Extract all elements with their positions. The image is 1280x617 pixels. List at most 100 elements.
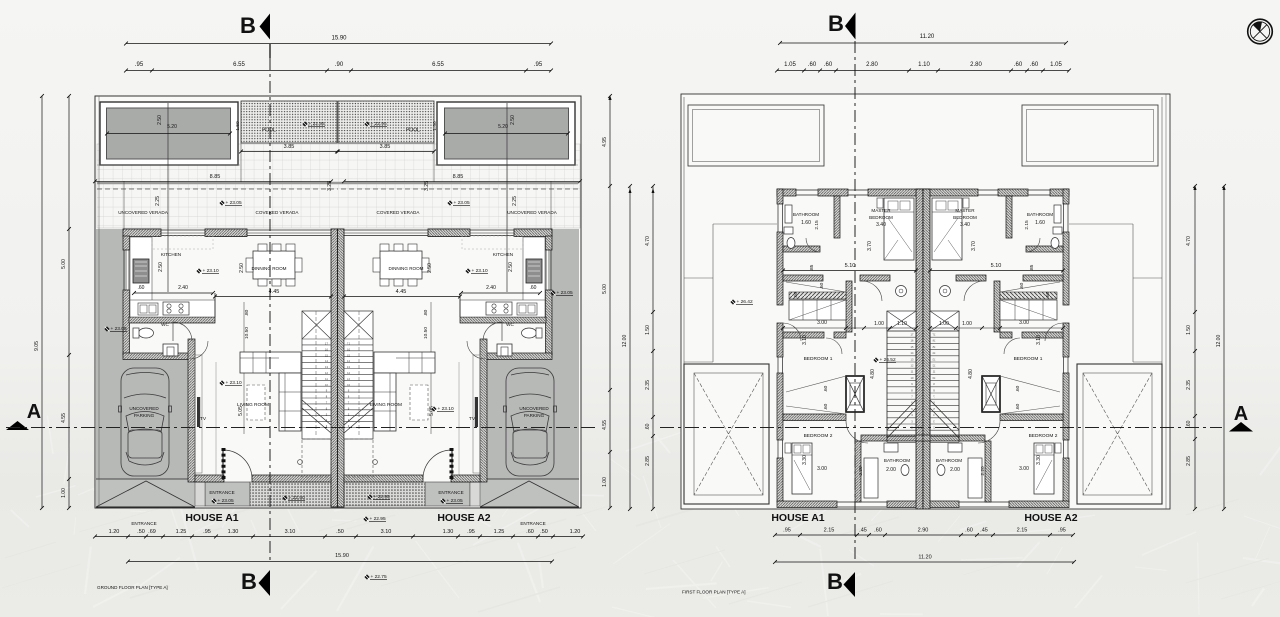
svg-text:16: 16 bbox=[911, 339, 914, 343]
svg-text:4.80: 4.80 bbox=[870, 369, 876, 379]
svg-text:14: 14 bbox=[911, 351, 914, 355]
svg-text:UNCOVERED: UNCOVERED bbox=[129, 406, 159, 411]
svg-text:.60: .60 bbox=[823, 385, 829, 392]
svg-text:B: B bbox=[241, 569, 257, 594]
svg-text:4.55: 4.55 bbox=[602, 420, 608, 430]
svg-text:+ 22.95: + 22.95 bbox=[371, 121, 387, 127]
svg-text:BATHROOM: BATHROOM bbox=[793, 212, 819, 217]
svg-text:3.00: 3.00 bbox=[1019, 466, 1029, 472]
svg-text:A: A bbox=[1234, 403, 1248, 425]
svg-text:5.00: 5.00 bbox=[602, 284, 608, 294]
svg-text:1.60: 1.60 bbox=[1035, 220, 1045, 226]
svg-text:B: B bbox=[240, 13, 256, 38]
svg-text:1.05: 1.05 bbox=[784, 62, 796, 68]
svg-text:1.25: 1.25 bbox=[494, 529, 505, 535]
svg-text:16: 16 bbox=[325, 347, 328, 351]
svg-text:.60: .60 bbox=[1186, 420, 1192, 427]
svg-text:2.90: 2.90 bbox=[918, 528, 929, 534]
svg-text:4: 4 bbox=[911, 413, 913, 417]
svg-text:3.70: 3.70 bbox=[867, 241, 873, 251]
svg-text:1.20: 1.20 bbox=[109, 529, 120, 535]
svg-text:B: B bbox=[827, 569, 843, 594]
svg-text:2.50: 2.50 bbox=[427, 263, 433, 273]
svg-text:9: 9 bbox=[911, 382, 913, 386]
svg-text:2.35: 2.35 bbox=[1186, 380, 1192, 390]
svg-text:8: 8 bbox=[911, 388, 913, 392]
svg-text:POOL: POOL bbox=[406, 128, 420, 134]
svg-text:GROUND FLOOR PLAN [TYPE A]: GROUND FLOOR PLAN [TYPE A] bbox=[97, 585, 168, 590]
svg-text:MASTER: MASTER bbox=[871, 208, 891, 213]
svg-text:2.50: 2.50 bbox=[158, 262, 164, 272]
svg-text:2.20: 2.20 bbox=[980, 466, 986, 476]
svg-text:2.00: 2.00 bbox=[950, 467, 960, 473]
svg-text:6.55: 6.55 bbox=[432, 62, 444, 68]
svg-text:+ 22.75: + 22.75 bbox=[371, 574, 387, 580]
svg-text:3.25: 3.25 bbox=[424, 181, 430, 191]
svg-text:5.10: 5.10 bbox=[845, 263, 856, 269]
svg-text:1.00: 1.00 bbox=[602, 477, 608, 487]
svg-text:1.05: 1.05 bbox=[1050, 62, 1062, 68]
svg-text:13: 13 bbox=[911, 357, 914, 361]
svg-text:.50: .50 bbox=[336, 529, 344, 535]
svg-text:.45: .45 bbox=[980, 528, 988, 534]
svg-text:8: 8 bbox=[326, 395, 328, 399]
svg-text:.69: .69 bbox=[148, 529, 156, 535]
svg-text:3.70: 3.70 bbox=[971, 241, 977, 251]
svg-text:UNCOVERED: UNCOVERED bbox=[519, 406, 549, 411]
svg-text:2.15: 2.15 bbox=[824, 528, 835, 534]
svg-text:1.50: 1.50 bbox=[1186, 325, 1192, 335]
svg-text:1.10: 1.10 bbox=[918, 62, 930, 68]
svg-text:15: 15 bbox=[911, 345, 914, 349]
svg-text:1.30: 1.30 bbox=[443, 529, 454, 535]
svg-text:6: 6 bbox=[911, 401, 913, 405]
svg-text:UNCOVERED VERADA: UNCOVERED VERADA bbox=[507, 210, 557, 215]
svg-text:8.85: 8.85 bbox=[210, 174, 221, 180]
svg-text:.85: .85 bbox=[1029, 264, 1035, 271]
svg-text:PARKING: PARKING bbox=[524, 413, 545, 418]
svg-text:LIVING ROOM: LIVING ROOM bbox=[237, 402, 269, 408]
svg-text:.60: .60 bbox=[808, 62, 817, 68]
svg-text:.85: .85 bbox=[809, 264, 815, 271]
svg-text:13: 13 bbox=[325, 365, 328, 369]
svg-text:TV: TV bbox=[200, 416, 207, 422]
svg-text:3.10: 3.10 bbox=[802, 335, 808, 345]
svg-text:+ 26.52: + 26.52 bbox=[880, 357, 896, 363]
svg-text:B: B bbox=[828, 11, 844, 36]
svg-text:2.80: 2.80 bbox=[970, 62, 982, 68]
svg-text:2.25: 2.25 bbox=[155, 196, 161, 206]
svg-text:LIVING ROOM: LIVING ROOM bbox=[370, 402, 402, 408]
svg-text:.60: .60 bbox=[526, 529, 534, 535]
svg-text:PARKING: PARKING bbox=[134, 413, 155, 418]
svg-text:+ 26.42: + 26.42 bbox=[737, 299, 753, 305]
svg-text:12: 12 bbox=[911, 364, 914, 368]
svg-text:.95: .95 bbox=[783, 528, 791, 534]
svg-text:3: 3 bbox=[911, 419, 913, 423]
svg-text:ENTRANCE: ENTRANCE bbox=[438, 490, 463, 495]
svg-text:3.30: 3.30 bbox=[802, 455, 808, 465]
svg-text:2.20: 2.20 bbox=[858, 466, 864, 476]
svg-text:FIRST FLOOR PLAN [TYPE A]: FIRST FLOOR PLAN [TYPE A] bbox=[682, 590, 745, 595]
svg-text:5.10: 5.10 bbox=[991, 263, 1002, 269]
svg-text:+ 22.95: + 22.95 bbox=[370, 516, 386, 522]
svg-text:6.55: 6.55 bbox=[233, 62, 245, 68]
svg-text:.60: .60 bbox=[965, 528, 973, 534]
svg-text:BEDROOM 2: BEDROOM 2 bbox=[1029, 433, 1058, 439]
svg-text:1.50: 1.50 bbox=[235, 121, 241, 131]
svg-text:.60: .60 bbox=[793, 291, 799, 298]
svg-text:4.55: 4.55 bbox=[61, 413, 67, 423]
svg-text:2.15: 2.15 bbox=[814, 220, 820, 230]
svg-text:BEDROOM 1: BEDROOM 1 bbox=[1014, 356, 1043, 362]
svg-text:1.30: 1.30 bbox=[228, 529, 239, 535]
svg-text:DINNING ROOM: DINNING ROOM bbox=[252, 266, 287, 271]
svg-text:.95: .95 bbox=[1058, 528, 1066, 534]
svg-text:3.10: 3.10 bbox=[381, 529, 392, 535]
svg-text:COVERED VERADA: COVERED VERADA bbox=[256, 210, 300, 215]
svg-text:5.05: 5.05 bbox=[238, 406, 244, 416]
svg-text:POOL: POOL bbox=[262, 128, 276, 134]
svg-text:WC: WC bbox=[506, 322, 514, 327]
svg-text:.60: .60 bbox=[1015, 403, 1021, 410]
svg-text:10.50: 10.50 bbox=[423, 327, 429, 339]
svg-text:.45: .45 bbox=[859, 528, 867, 534]
svg-text:+ 23.10: + 23.10 bbox=[226, 380, 242, 386]
svg-text:3.40: 3.40 bbox=[960, 222, 970, 228]
